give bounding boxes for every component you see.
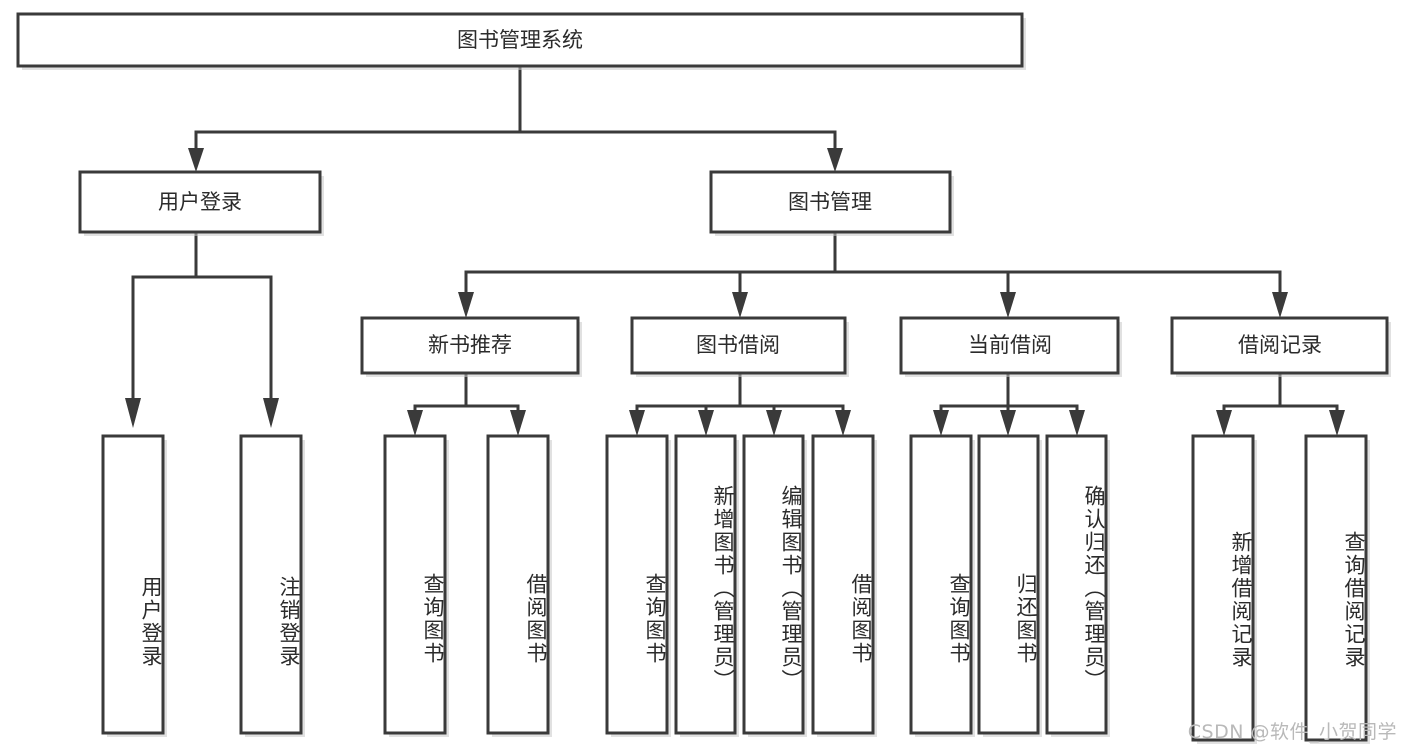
arrow-head-leaf-query-book-a — [407, 410, 423, 436]
node-borrow-record-label: 借阅记录 — [1238, 333, 1322, 357]
csdn-watermark: CSDN @软件_小贺同学 — [1187, 721, 1397, 743]
arrow-head-leaf-query-record — [1329, 410, 1345, 436]
node-book-borrow-label: 图书借阅 — [696, 333, 780, 357]
node-root-title-label: 图书管理系统 — [457, 28, 583, 52]
node-leaf-query-book-a-box[interactable] — [383, 434, 447, 735]
arrow-head-new-book-rec — [458, 292, 474, 318]
node-leaf-query-record-box[interactable] — [1304, 434, 1368, 742]
node-book-mgmt[interactable]: 图书管理 — [709, 170, 952, 234]
arrow-head-leaf-return-book — [1000, 410, 1016, 436]
node-root-title-box[interactable] — [16, 12, 1024, 68]
arrow-head-leaf-add-record — [1216, 410, 1232, 436]
node-user-login[interactable]: 用户登录 — [78, 170, 322, 234]
arrow-head-book-mgmt — [827, 148, 843, 172]
node-leaf-edit-book-box[interactable] — [742, 434, 805, 735]
node-leaf-user-login-box[interactable] — [101, 434, 165, 735]
connector-group — [125, 65, 1345, 436]
node-root-title[interactable]: 图书管理系统 — [16, 12, 1024, 68]
node-current-borrow-label: 当前借阅 — [968, 333, 1052, 357]
arrow-head-leaf-borrow-book-b — [835, 410, 851, 436]
node-leaf-add-book-box[interactable] — [674, 434, 737, 735]
node-leaf-logout-box[interactable] — [239, 434, 303, 735]
node-leaf-query-book-b-box[interactable] — [605, 434, 669, 735]
node-user-login-box[interactable] — [78, 170, 322, 234]
node-current-borrow-box[interactable] — [899, 316, 1120, 375]
arrow-head-leaf-logout — [263, 398, 279, 428]
node-borrow-record-box[interactable] — [1170, 316, 1389, 375]
node-leaf-add-record-box[interactable] — [1191, 434, 1255, 742]
node-current-borrow[interactable]: 当前借阅 — [899, 316, 1120, 375]
arrow-head-user-login — [188, 148, 204, 172]
arrow-head-leaf-borrow-book-a — [510, 410, 526, 436]
node-new-book-rec-box[interactable] — [360, 316, 580, 375]
arrow-head-current-borrow — [1000, 292, 1016, 318]
arrow-head-leaf-user-login — [125, 398, 141, 428]
node-new-book-rec[interactable]: 新书推荐 — [360, 316, 580, 375]
node-leaf-borrow-book-a-box[interactable] — [486, 434, 550, 735]
node-book-borrow-box[interactable] — [630, 316, 847, 375]
node-leaf-confirm-return-box[interactable] — [1045, 434, 1108, 735]
node-book-borrow[interactable]: 图书借阅 — [630, 316, 847, 375]
node-box-group: 图书管理系统 用户登录 图书管理 新书推荐 图书借阅 当前借阅 — [16, 12, 1389, 742]
arrow-head-borrow-record — [1272, 292, 1288, 318]
node-borrow-record[interactable]: 借阅记录 — [1170, 316, 1389, 375]
arrow-head-leaf-add-book — [698, 410, 714, 436]
arrow-head-book-borrow — [732, 292, 748, 318]
node-leaf-return-book-box[interactable] — [977, 434, 1040, 735]
node-leaf-query-book-c-box[interactable] — [909, 434, 973, 735]
arrow-head-leaf-query-book-b — [629, 410, 645, 436]
arrow-head-leaf-edit-book — [766, 410, 782, 436]
node-leaf-borrow-book-b-box[interactable] — [811, 434, 875, 735]
node-book-mgmt-label: 图书管理 — [788, 190, 872, 214]
node-book-mgmt-box[interactable] — [709, 170, 952, 234]
node-new-book-rec-label: 新书推荐 — [428, 333, 512, 357]
arrow-head-leaf-confirm-return — [1069, 410, 1085, 436]
node-user-login-label: 用户登录 — [158, 190, 242, 214]
arrow-head-leaf-query-book-c — [933, 410, 949, 436]
